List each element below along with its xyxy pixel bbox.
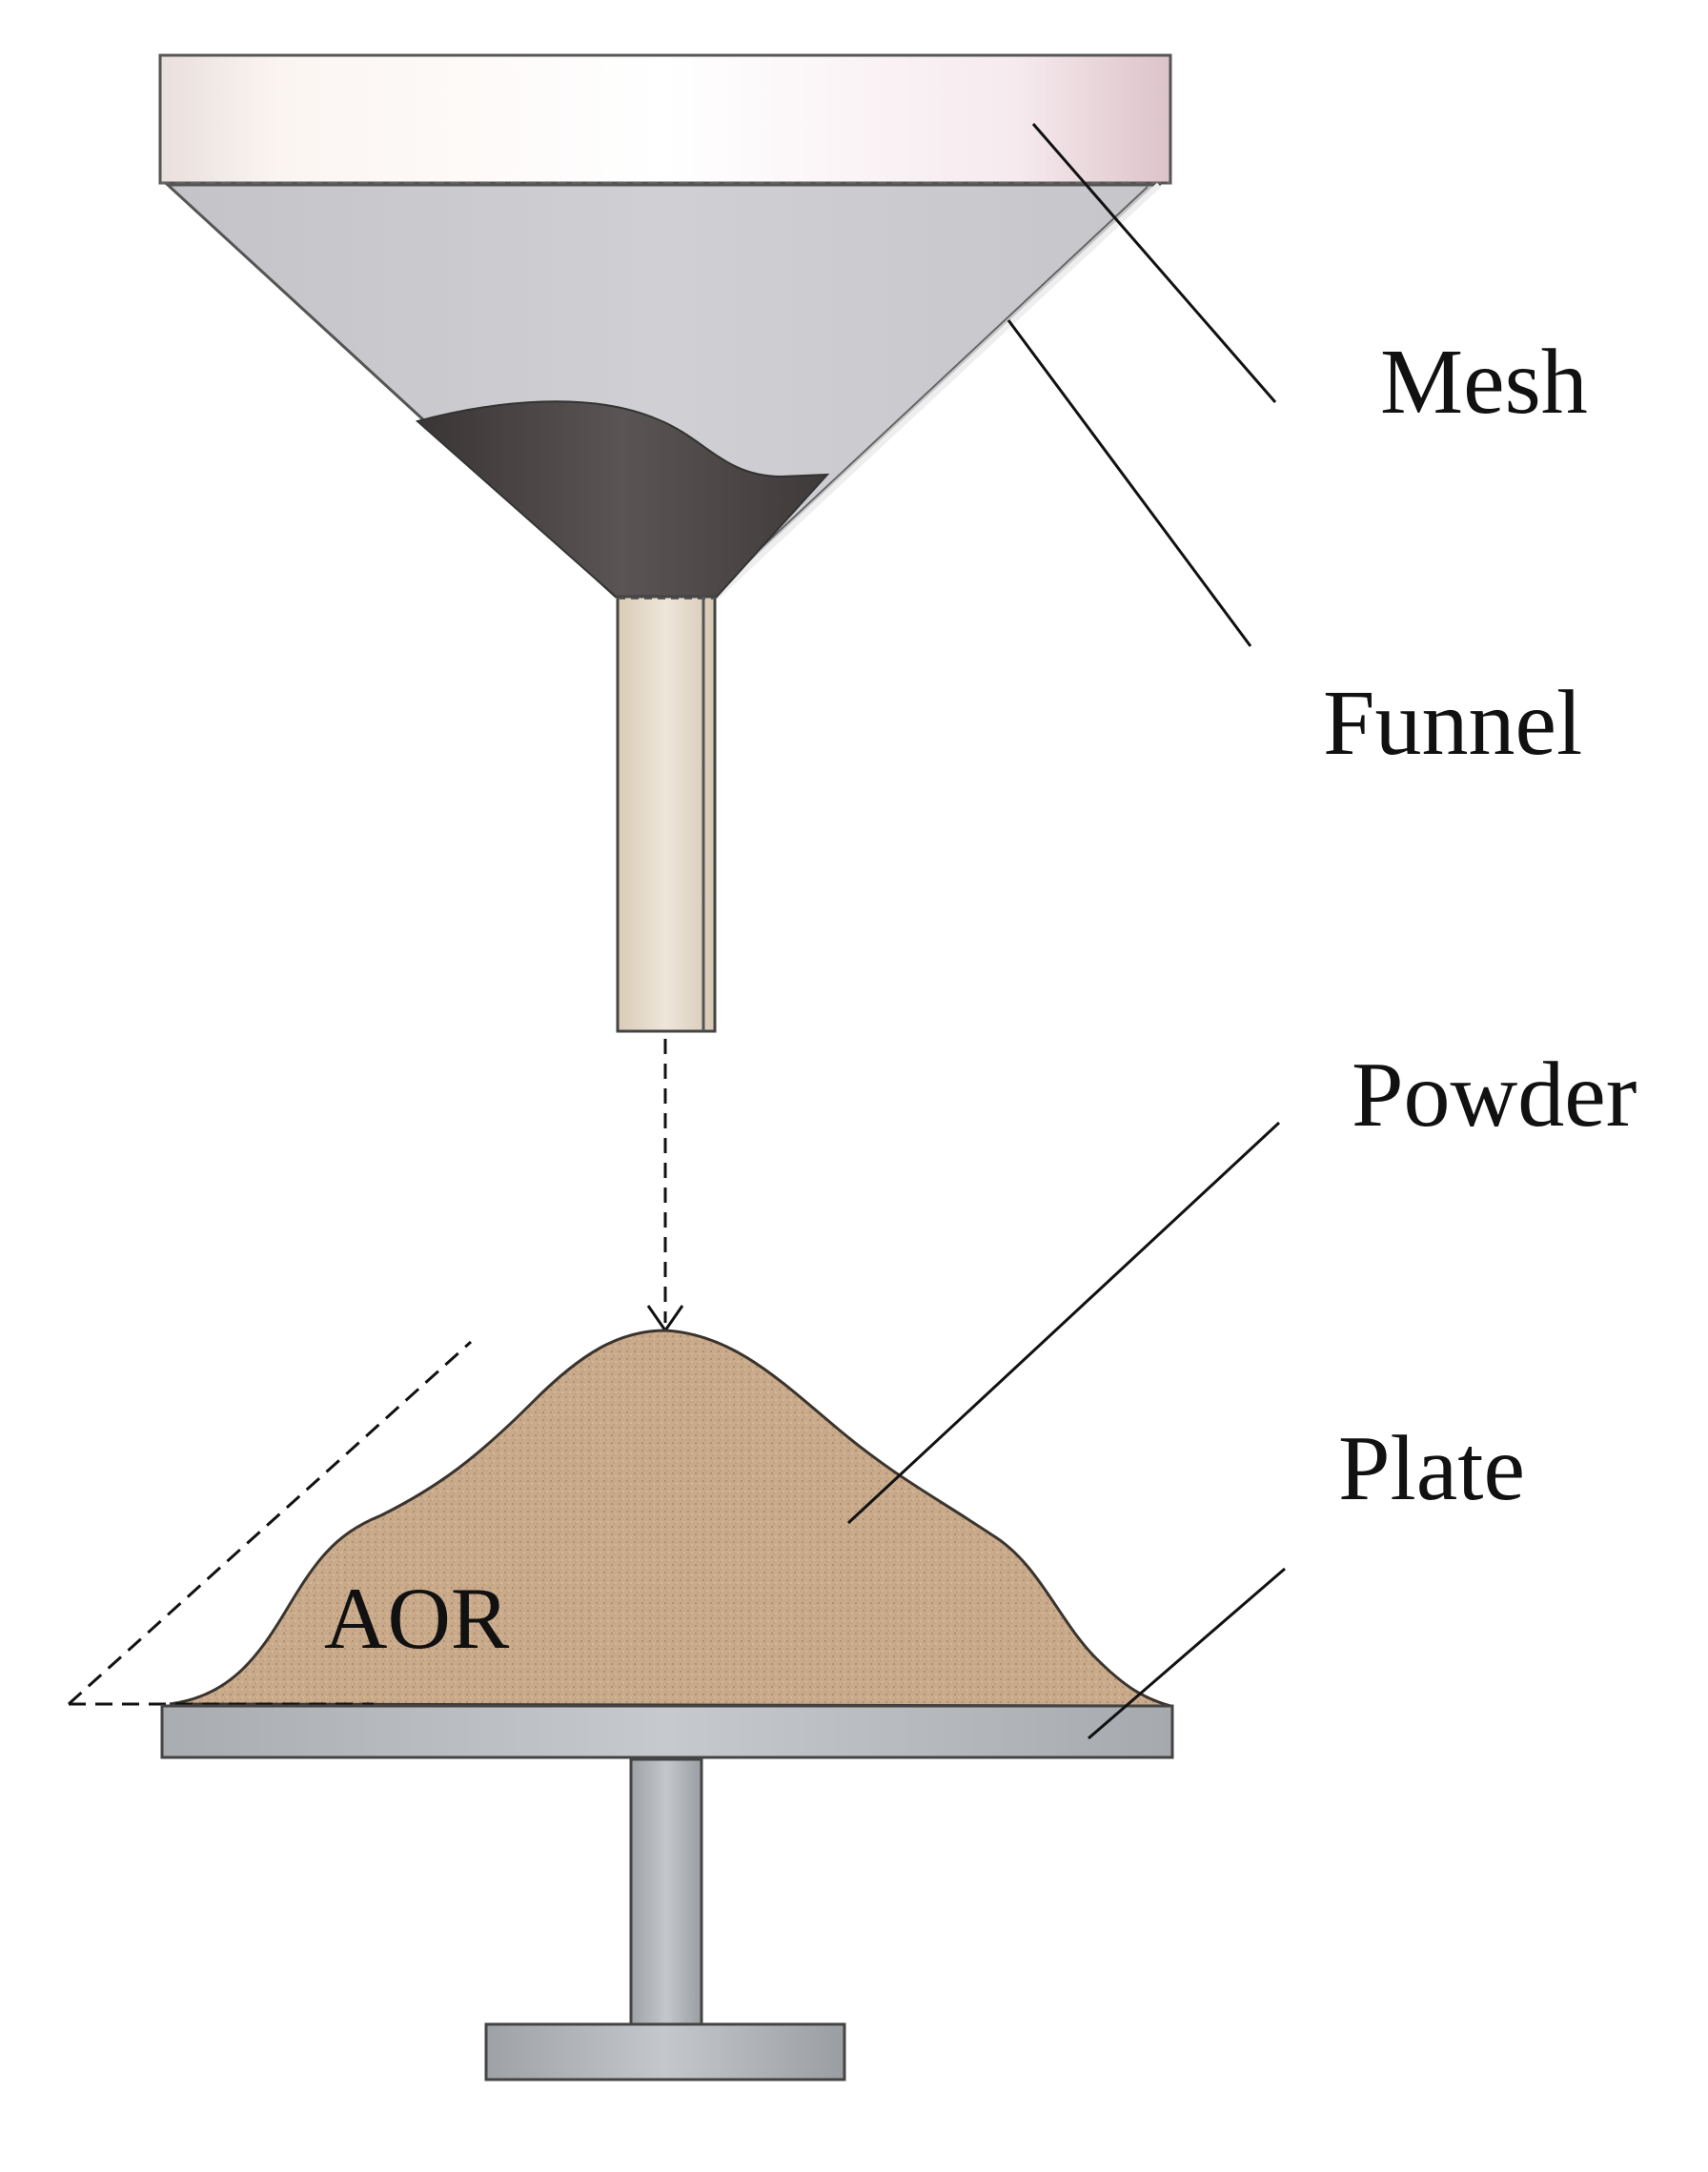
- plate: [160, 1704, 1174, 1759]
- funnel-leader-line: [1006, 319, 1252, 647]
- powder-flow-arrow: [646, 1039, 684, 1333]
- funnel: [164, 182, 1163, 599]
- stand: [484, 1757, 846, 2081]
- mesh-leader-line: [1031, 123, 1277, 403]
- powder-leader-line: [846, 1121, 1281, 1525]
- angle-of-repose-guides: [67, 1340, 473, 1706]
- plate-leader-line: [1088, 1567, 1286, 1740]
- funnel-stem: [616, 595, 717, 1033]
- powder-label: Powder: [1352, 1044, 1637, 1147]
- mesh-label: Mesh: [1380, 331, 1588, 434]
- funnel-label: Funnel: [1323, 672, 1583, 775]
- leader-lines: [846, 123, 1286, 1740]
- aor-label: AOR: [324, 1570, 510, 1667]
- powder-heap: [169, 1329, 1171, 1708]
- funnel-powder: [415, 400, 830, 598]
- plate-label: Plate: [1338, 1417, 1525, 1520]
- mesh: [158, 53, 1172, 185]
